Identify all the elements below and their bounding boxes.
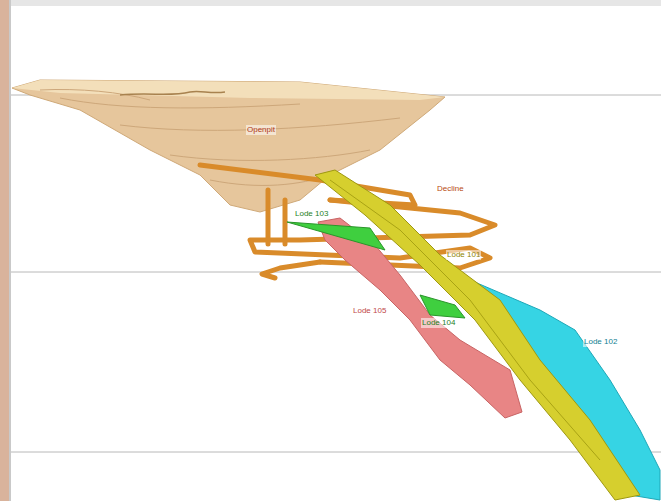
- lode-shading: [330, 180, 600, 460]
- part-label: Openpit: [246, 125, 276, 135]
- lode-103: [287, 222, 385, 250]
- shaft: [266, 190, 271, 244]
- pit-bench: [40, 89, 400, 185]
- part-label: Decline: [436, 184, 465, 194]
- shaft: [283, 200, 288, 244]
- decline-ramp: [262, 262, 320, 278]
- open-pit: [12, 80, 445, 212]
- lode-101: [315, 170, 640, 500]
- pit-ramp: [120, 91, 225, 95]
- left-strip: [0, 0, 9, 501]
- top-bar: [0, 0, 661, 6]
- level-line: [11, 272, 661, 273]
- level-line: [11, 452, 661, 453]
- part-label: Lode 104: [421, 318, 456, 328]
- part-label: Lode 105: [352, 306, 387, 316]
- part-label: Lode 102: [583, 337, 618, 347]
- left-border: [9, 0, 11, 501]
- part-label: Lode 101: [446, 250, 481, 260]
- part-label: Lode 103: [294, 209, 329, 219]
- decline-ramp: [200, 165, 415, 205]
